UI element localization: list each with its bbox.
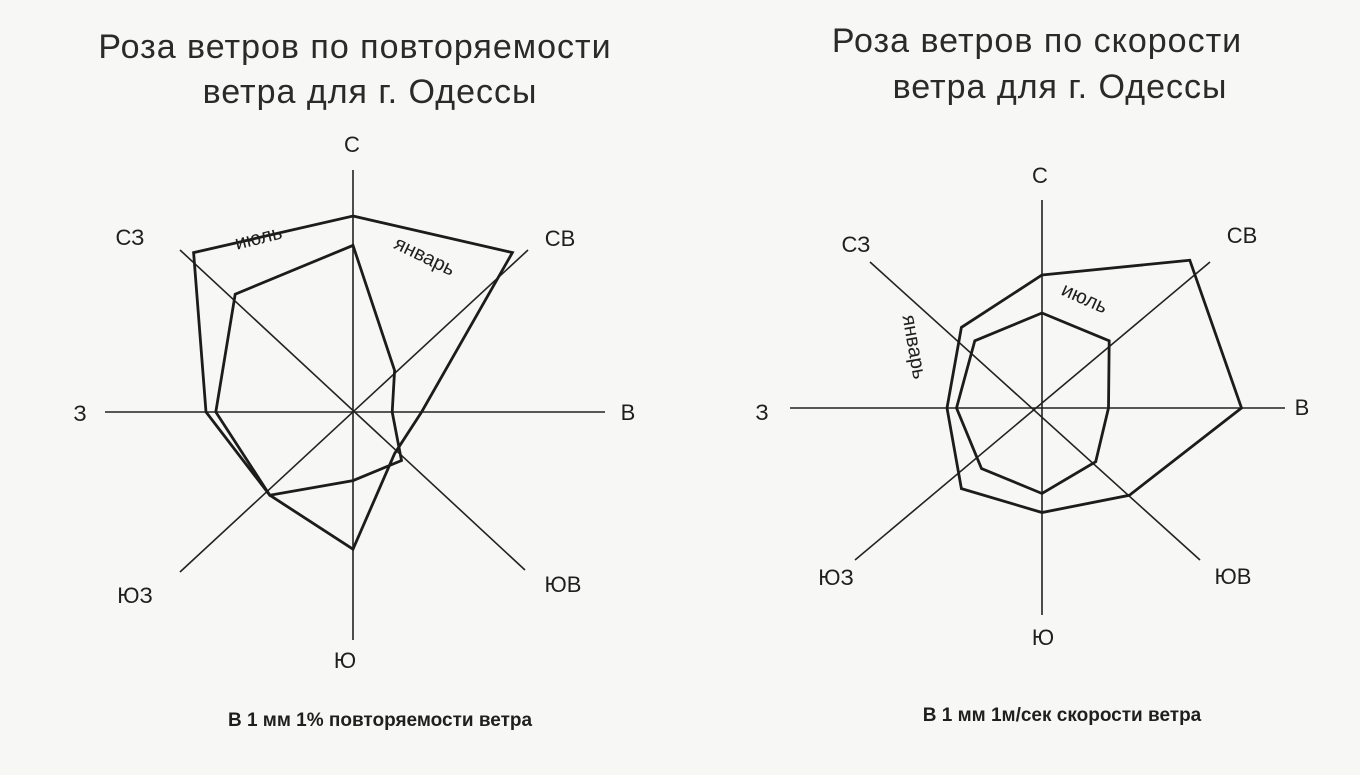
direction-label-sw: ЮЗ bbox=[117, 583, 153, 608]
direction-label-nw: СЗ bbox=[842, 232, 871, 257]
series-label-july: июль bbox=[1058, 279, 1111, 319]
direction-label-se: ЮВ bbox=[1215, 564, 1252, 589]
direction-label-s: Ю bbox=[334, 648, 356, 673]
chart-title-line-2: ветра для г. Одессы bbox=[203, 73, 538, 111]
axis-nw-se bbox=[869, 261, 1201, 561]
series-polygons bbox=[192, 214, 515, 552]
direction-label-w: З bbox=[73, 401, 86, 426]
series-polygon-january bbox=[945, 258, 1244, 514]
axis-sw-ne bbox=[854, 261, 1211, 561]
direction-label-s: Ю bbox=[1032, 625, 1054, 650]
direction-label-n: С bbox=[344, 132, 360, 157]
chart-title-line-1: Роза ветров по повторяемости bbox=[98, 28, 611, 66]
direction-label-ne: СВ bbox=[545, 226, 576, 251]
axes bbox=[790, 200, 1285, 615]
direction-label-sw: ЮЗ bbox=[818, 565, 854, 590]
series-polygons bbox=[945, 258, 1244, 514]
scale-note: В 1 мм 1м/сек скорости ветра bbox=[923, 705, 1202, 726]
series-polygon-january bbox=[214, 243, 404, 497]
direction-label-e: В bbox=[1295, 395, 1310, 420]
series-polygon-july bbox=[192, 214, 515, 552]
chart-title-line-1: Роза ветров по скорости bbox=[832, 22, 1242, 60]
series-label-july: июль bbox=[233, 222, 285, 255]
chart-frequency: Роза ветров по повторяемости ветра для г… bbox=[73, 28, 635, 731]
direction-label-w: З bbox=[755, 400, 768, 425]
direction-label-se: ЮВ bbox=[545, 572, 582, 597]
series-label-january: январь bbox=[897, 313, 930, 381]
direction-label-nw: СЗ bbox=[116, 225, 145, 250]
scale-note: В 1 мм 1% повторяемости ветра bbox=[228, 710, 533, 731]
chart-speed: Роза ветров по скорости ветра для г. Оде… bbox=[755, 22, 1309, 726]
axis-nw-se bbox=[179, 249, 526, 571]
series-polygon-july bbox=[955, 311, 1111, 496]
series-label-january: январь bbox=[391, 232, 459, 280]
chart-title-line-2: ветра для г. Одессы bbox=[893, 68, 1228, 106]
direction-label-ne: СВ bbox=[1227, 223, 1258, 248]
direction-label-e: В bbox=[621, 400, 636, 425]
direction-label-n: С bbox=[1032, 163, 1048, 188]
axes bbox=[105, 170, 605, 640]
axis-sw-ne bbox=[179, 249, 529, 573]
